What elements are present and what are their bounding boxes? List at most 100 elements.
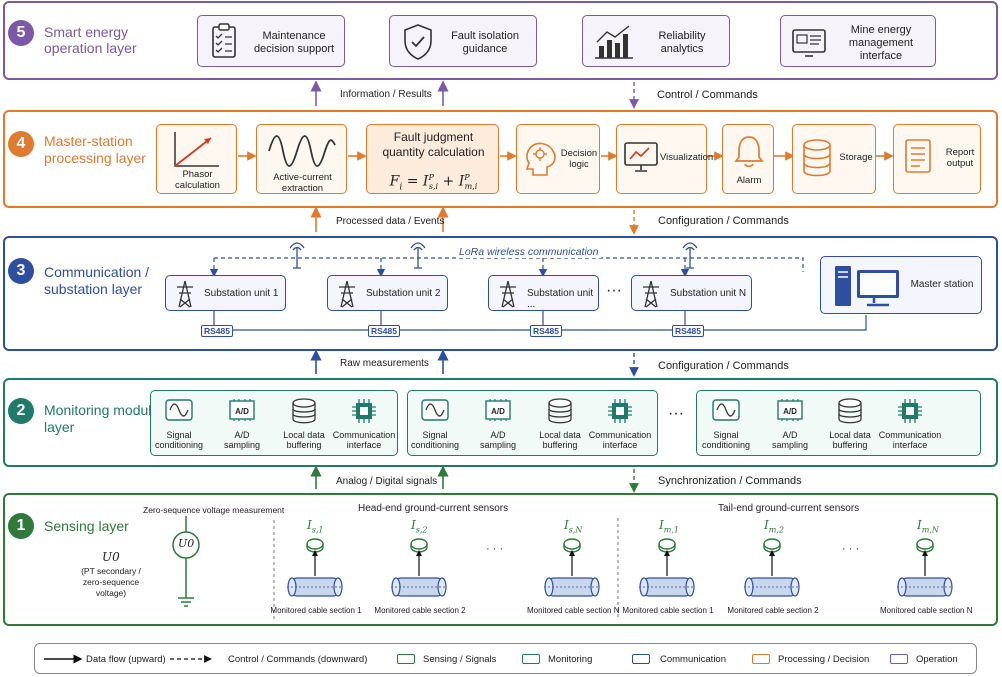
legend-sensing: Sensing / Signals: [423, 654, 497, 665]
active-current-box: Active-current extraction: [256, 124, 347, 194]
configuration-commands-label-1: Configuration / Commands: [658, 215, 789, 227]
layer-3-number: 3: [8, 258, 34, 284]
legend-swatch-monitoring: [522, 654, 540, 664]
fault-judgment-box: Fault judgment quantity calculation Fi =…: [366, 124, 499, 194]
substation-unit-dots-label: Substation unit ...: [527, 288, 594, 310]
ad-sampling-label-2: A/D sampling: [479, 430, 517, 450]
tail-end-title: Tail-end ground-current sensors: [718, 503, 860, 514]
legend-upward: Data flow (upward): [86, 654, 166, 665]
database-icon: [545, 398, 575, 424]
transmission-tower-icon: [339, 280, 355, 308]
report-output-label: Report output: [945, 147, 975, 169]
ground-current-sensor-3: [544, 538, 600, 597]
monitoring-ellipsis: ···: [668, 405, 684, 422]
monitor-dashboard-icon: [792, 29, 826, 57]
cable-section-label-3: Monitored cable section N: [527, 606, 620, 615]
monitoring-module-n: [696, 390, 981, 456]
cable-section-label-1: Monitored cable section 1: [270, 606, 362, 615]
legend-processing: Processing / Decision: [778, 654, 870, 665]
u0-description: (PT secondary / zero-sequence voltage): [81, 566, 141, 598]
local-data-buffering-label-3: Local data buffering: [829, 430, 871, 450]
substation-unit-2: Substation unit 2: [327, 275, 448, 311]
substation-unit-n: Substation unit N: [631, 275, 752, 311]
phasor-label: Phasor calculation: [175, 169, 220, 191]
ground-current-sensor-6: [897, 538, 953, 597]
alarm-box: Alarm: [722, 124, 774, 194]
cable-section-label-2: Monitored cable section 2: [374, 606, 466, 615]
legend-communication: Communication: [660, 654, 726, 665]
legend-monitoring: Monitoring: [548, 654, 593, 665]
layer-3-communication: [3, 236, 998, 351]
legend-swatch-processing: [752, 654, 770, 664]
layer-2-title: Monitoring module layer: [44, 402, 160, 435]
shield-check-icon: [404, 24, 432, 60]
ground-current-sensor-2: [391, 538, 447, 597]
legend-downward: Control / Commands (downward): [228, 654, 368, 665]
ad-sampling-label-3: A/D sampling: [771, 430, 809, 450]
decision-logic-label: Decision logic: [560, 148, 598, 170]
cable-section-label-6: Monitored cable section N: [880, 606, 973, 615]
cable-section-label-4: Monitored cable section 1: [622, 606, 714, 615]
sine-wave-icon: [164, 398, 194, 424]
signal-conditioning-label-2: Signal conditioning: [410, 430, 460, 450]
alarm-label: Alarm: [736, 175, 762, 186]
sensor-symbol-4: Im,1: [659, 518, 679, 535]
fault-isolation-label: Fault isolation guidance: [451, 30, 519, 55]
layer-4-title: Master-station processing layer: [44, 133, 146, 166]
bell-icon: [734, 136, 764, 168]
report-output-box: Report output: [893, 124, 981, 194]
synchronization-commands-label: Synchronization / Commands: [658, 475, 802, 487]
database-icon: [289, 398, 319, 424]
substation-unit-1: Substation unit 1: [165, 275, 286, 311]
sensor-symbol-1: Is,1: [307, 518, 324, 535]
legend-swatch-operation: [890, 654, 908, 664]
sensor-symbol-5: Im,2: [764, 518, 784, 535]
control-commands-label: Control / Commands: [657, 89, 758, 101]
ad-converter-icon: A/D: [227, 398, 257, 424]
u0-circuit: [172, 516, 200, 607]
microchip-icon: [895, 398, 925, 424]
layer-2-monitoring: [3, 378, 998, 467]
sine-wave-icon: [711, 398, 741, 424]
storage-box: Storage: [792, 124, 876, 194]
fault-judgment-formula: Fi = IPs,i + IPm,i: [389, 173, 478, 193]
layer-1-title: Sensing layer: [44, 518, 129, 534]
ad-converter-icon: A/D: [775, 398, 805, 424]
head-end-title: Head-end ground-current sensors: [358, 503, 509, 514]
info-results-label: Information / Results: [340, 89, 432, 100]
sensor-symbol-2: Is,2: [411, 518, 428, 535]
raw-measurements-label: Raw measurements: [340, 358, 429, 369]
layer-2-number: 2: [8, 398, 34, 424]
storage-label: Storage: [839, 152, 873, 163]
substation-unit-2-label: Substation unit 2: [366, 288, 441, 299]
communication-interface-label-2: Communication interface: [588, 430, 652, 450]
substation-unit-n-label: Substation unit N: [670, 288, 747, 299]
antenna-icons: [289, 242, 698, 269]
legend-operation: Operation: [916, 654, 958, 665]
decision-logic-box: Decision logic: [516, 124, 600, 194]
fault-isolation-box: Fault isolation guidance: [389, 15, 537, 67]
fault-judgment-title: Fault judgment quantity calculation: [382, 130, 485, 159]
database-icon: [803, 139, 831, 177]
svg-text:A/D: A/D: [491, 407, 505, 416]
transmission-tower-icon: [177, 280, 193, 308]
communication-interface-label-3: Communication interface: [878, 430, 942, 450]
database-icon: [835, 398, 865, 424]
microchip-icon: [349, 398, 379, 424]
substation-unit-1-label: Substation unit 1: [204, 288, 279, 299]
configuration-commands-label-2: Configuration / Commands: [658, 360, 789, 372]
master-station-label: Master station: [910, 279, 974, 290]
clipboard-icon: [212, 23, 236, 58]
computer-server-icon: [835, 266, 899, 307]
processed-data-label: Processed data / Events: [336, 216, 445, 227]
monitoring-module-2: [407, 390, 658, 456]
visualization-box: Visualization: [616, 124, 713, 194]
rs485-tag-3: RS485: [530, 325, 562, 337]
mine-energy-label: Mine energy management interface: [848, 24, 914, 62]
head-gear-icon: [525, 142, 556, 176]
local-data-buffering-label-1: Local data buffering: [283, 430, 325, 450]
signal-conditioning-label-1: Signal conditioning: [154, 430, 204, 450]
master-station-box: Master station: [820, 256, 982, 314]
analog-digital-label: Analog / Digital signals: [336, 476, 438, 487]
